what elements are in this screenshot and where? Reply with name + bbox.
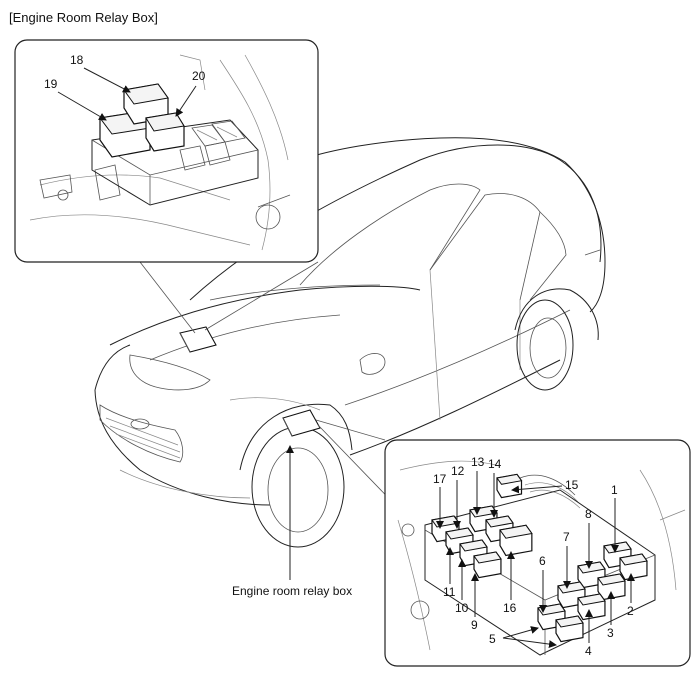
- label-relay-12: 12: [451, 464, 465, 478]
- label-relay-20: 20: [192, 69, 206, 83]
- label-relay-14: 14: [488, 457, 502, 471]
- top-inset-panel: 18 19 20: [14, 39, 319, 263]
- relay-cube-top: [485, 515, 514, 528]
- label-relay-7: 7: [563, 530, 570, 544]
- label-relay-10: 10: [455, 601, 469, 615]
- relay-cube-top: [496, 473, 523, 485]
- car-illustration: [94, 137, 606, 548]
- relay-cube-top: [597, 573, 626, 586]
- relay-cube-top: [577, 593, 606, 606]
- relay-cube-top: [557, 581, 586, 594]
- relay-box-marker-fender: [282, 409, 321, 437]
- relay-cube-top: [499, 524, 533, 539]
- label-relay-8: 8: [585, 507, 592, 521]
- label-relay-3: 3: [607, 626, 614, 640]
- relay-cube-top: [619, 553, 648, 566]
- bottom-inset-panel: 1 2 3 4 5 6 7 8 9 10 11 12 13 14 15 16 1…: [384, 439, 691, 667]
- engine-room-relay-box-label: Engine room relay box: [232, 584, 352, 598]
- relay-cube-top: [555, 615, 584, 628]
- label-relay-5: 5: [489, 632, 496, 646]
- relay-cube-top: [445, 527, 474, 540]
- label-relay-19: 19: [44, 77, 58, 91]
- label-relay-17: 17: [433, 472, 447, 486]
- label-relay-16: 16: [503, 601, 517, 615]
- label-relay-6: 6: [539, 554, 546, 568]
- label-relay-4: 4: [585, 644, 592, 658]
- label-relay-13: 13: [471, 455, 485, 469]
- label-relay-1: 1: [611, 483, 618, 497]
- relay-cube-top: [473, 551, 502, 564]
- label-relay-2: 2: [627, 604, 634, 618]
- label-relay-15: 15: [565, 478, 579, 492]
- label-relay-9: 9: [471, 618, 478, 632]
- relay-box-marker-cowl: [179, 326, 217, 353]
- figure-title: [Engine Room Relay Box]: [9, 10, 158, 25]
- label-relay-18: 18: [70, 53, 84, 67]
- label-relay-11: 11: [443, 585, 456, 599]
- relay-cube-top: [459, 539, 488, 552]
